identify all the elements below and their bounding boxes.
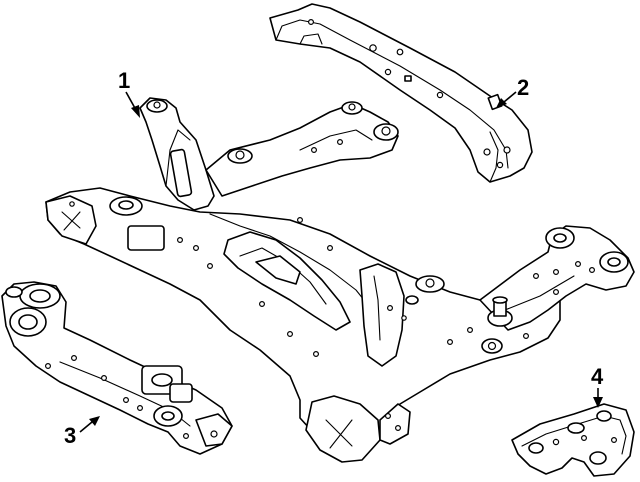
part-3-crossmember	[1, 281, 233, 455]
callout-1-number: 1	[118, 68, 130, 93]
callout-3-number: 3	[64, 423, 76, 448]
callout-3: 3	[64, 416, 100, 448]
callout-4-number: 4	[591, 364, 604, 389]
callout-3-arrowhead	[89, 416, 100, 426]
callout-2-leader	[503, 91, 517, 103]
part-4-plate	[511, 403, 635, 477]
part-2-brace	[269, 3, 533, 183]
callout-3-leader	[79, 421, 93, 433]
callout-4-arrowhead	[593, 397, 603, 408]
callout-2-arrowhead	[496, 98, 507, 108]
callout-1-arrowhead	[131, 105, 140, 118]
part-1-subframe	[45, 97, 635, 463]
callout-2-number: 2	[517, 75, 529, 100]
callout-4: 4	[591, 364, 604, 408]
callout-1: 1	[118, 68, 140, 118]
callout-2: 2	[496, 75, 529, 108]
